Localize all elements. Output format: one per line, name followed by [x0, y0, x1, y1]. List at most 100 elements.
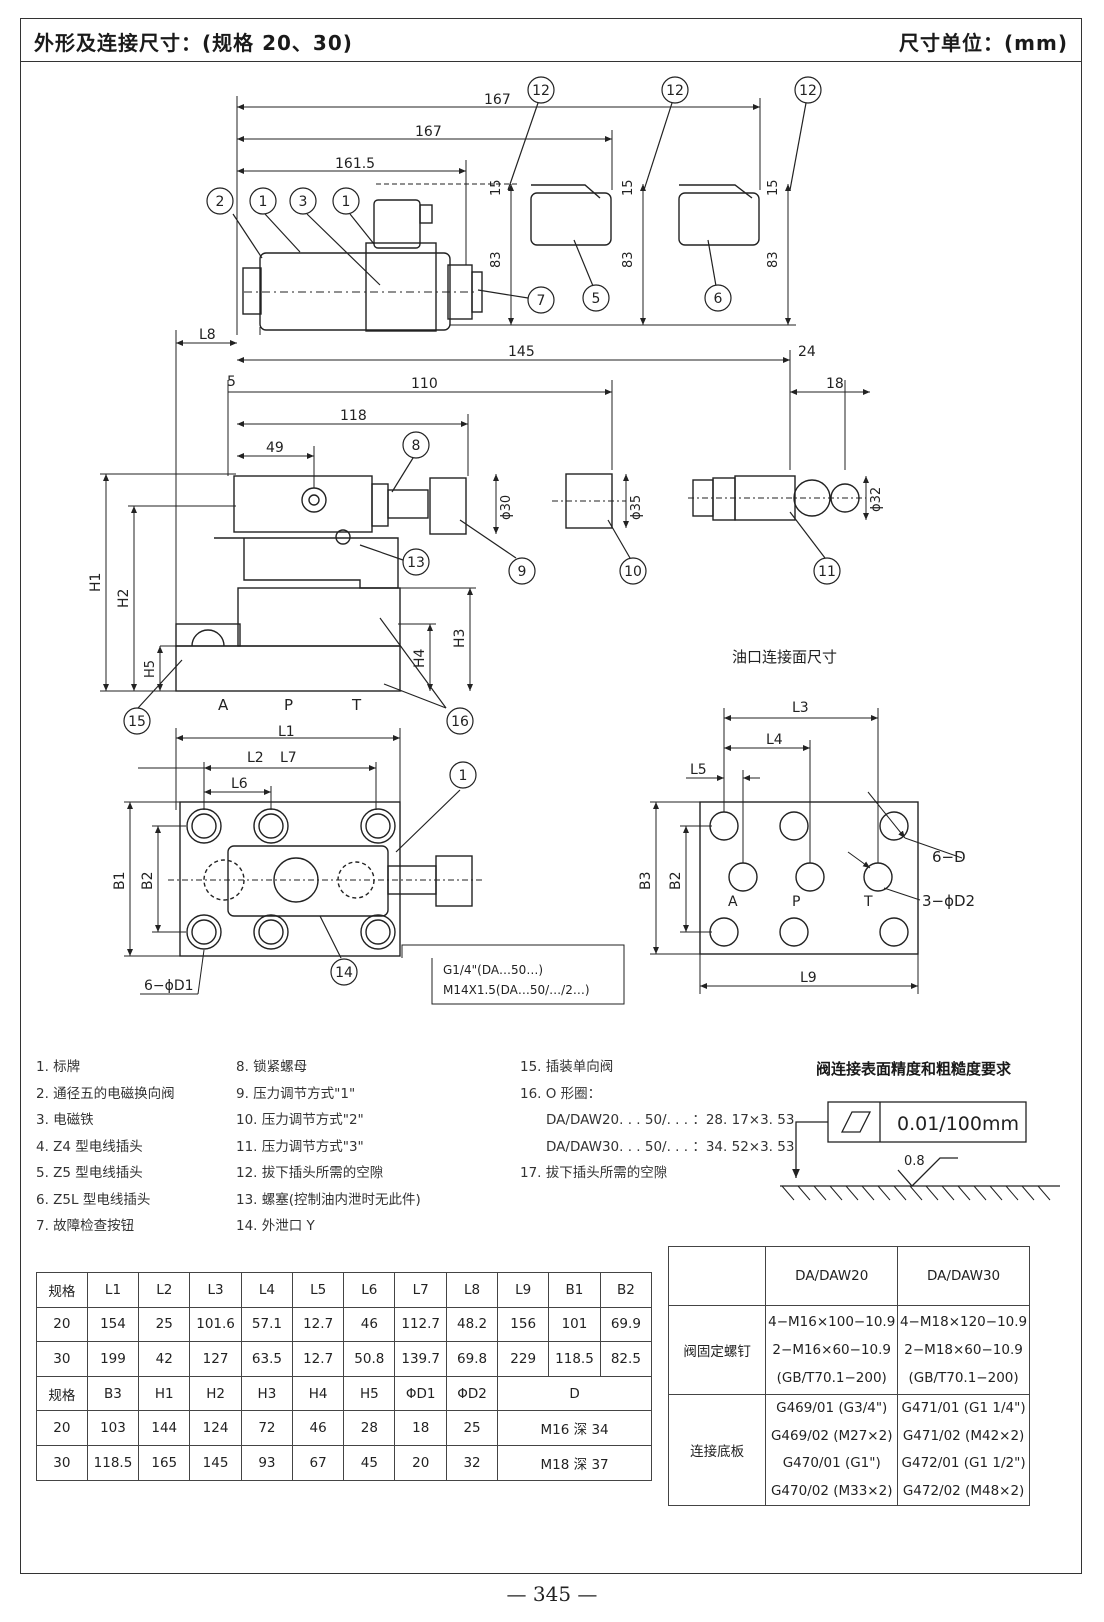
balloon-5: 5	[592, 291, 601, 307]
balloon-items: 2 1 3 1 7 5 6 12 12 12 8 13 9 10 11 15 1…	[123, 76, 841, 986]
technical-drawing: 167 167 161.5 15 15 15 83 83 83	[88, 76, 1060, 1201]
table-cell: 30	[36, 1341, 88, 1377]
dim-145: 145	[508, 344, 535, 360]
legend-item: 11. 压力调节方式"3"	[236, 1138, 364, 1155]
balloon-14: 14	[335, 965, 353, 981]
table-row: 连接底板 G469/01 (G3/4") G469/02 (M27×2) G47…	[667, 1394, 1030, 1506]
section-title: 外形及连接尺寸：(规格 20、30)	[34, 31, 353, 55]
legend-item: 9. 压力调节方式"1"	[236, 1085, 356, 1102]
table-cell: H4	[292, 1375, 345, 1412]
table-cell: L1	[86, 1272, 140, 1308]
unit-label: 尺寸单位：(mm)	[899, 31, 1068, 55]
table-cell: DA/DAW20	[765, 1246, 899, 1306]
port-face-view	[699, 801, 919, 955]
dim-B1: B1	[112, 871, 128, 890]
table-cell: ΦD1	[394, 1375, 447, 1412]
table-cell: 101.6	[189, 1306, 242, 1343]
legend-item: 8. 锁紧螺母	[236, 1059, 308, 1075]
port-label-T: T	[351, 696, 362, 714]
table-row: DA/DAW20 DA/DAW30	[667, 1246, 1030, 1306]
bolt-spec: (GB/T70.1−200)	[776, 1370, 887, 1386]
table-cell: 20	[36, 1306, 88, 1343]
face-label-T: T	[863, 894, 873, 910]
bolt-spec: 2−M18×60−10.9	[904, 1342, 1023, 1358]
valve-side-view	[100, 473, 866, 692]
balloon-1c: 1	[459, 768, 468, 784]
dim-18: 18	[826, 376, 844, 392]
balloon-15: 15	[128, 714, 146, 730]
balloon-12a: 12	[532, 83, 550, 99]
table-cell: 67	[292, 1444, 345, 1481]
table-cell: 规格	[36, 1272, 88, 1308]
page-frame	[20, 18, 1082, 1574]
plate-spec: G471/02 (M42×2)	[902, 1427, 1025, 1444]
dim-L6: L6	[231, 776, 248, 792]
table-cell: 45	[343, 1444, 396, 1481]
dim-110: 110	[411, 376, 438, 392]
table-cell: M18 深 37	[497, 1444, 652, 1481]
plate-spec: G470/01 (G1")	[782, 1455, 881, 1471]
table-row: 阀固定螺钉 4−M16×100−10.9 2−M16×60−10.9 (GB/T…	[667, 1305, 1030, 1395]
table-cell: 规格	[36, 1375, 88, 1412]
face-label-A: A	[728, 894, 738, 910]
balloon-1b: 1	[342, 194, 351, 210]
table-cell: 145	[189, 1444, 242, 1481]
balloon-7: 7	[537, 293, 546, 309]
table-cell: 127	[189, 1341, 242, 1377]
table-cell: 72	[240, 1410, 294, 1446]
table-cell: 69.9	[599, 1306, 653, 1343]
table-cell: B1	[548, 1272, 601, 1308]
legend-item: 13. 螺塞(控制油内泄时无此件)	[236, 1191, 421, 1208]
plate-spec: G472/01 (G1 1/2")	[901, 1455, 1026, 1471]
legend-item: 17. 拔下插头所需的空隙	[520, 1165, 668, 1181]
dim-L5: L5	[690, 762, 707, 778]
legend-item: 4. Z4 型电线插头	[36, 1138, 143, 1155]
callout-balloons	[137, 102, 826, 959]
face-label-P: P	[792, 894, 800, 910]
table-cell: 20	[36, 1410, 88, 1446]
roughness-symbol	[780, 1101, 1060, 1201]
dim-83a: 83	[489, 251, 504, 268]
table-cell: L4	[240, 1272, 294, 1308]
legend-col-2: 8. 锁紧螺母 9. 压力调节方式"1" 10. 压力调节方式"2" 11. 压…	[236, 1054, 421, 1240]
bolt-spec: 4−M18×120−10.9	[899, 1314, 1028, 1330]
table-cell: 63.5	[240, 1341, 294, 1377]
dim-H1: H1	[88, 573, 104, 592]
bolt-spec: 4−M16×100−10.9	[768, 1314, 896, 1330]
dim-167a: 167	[484, 92, 511, 108]
legend-item: 7. 故障检查按钮	[36, 1218, 135, 1234]
table-cell: 144	[138, 1410, 191, 1446]
balloon-11: 11	[818, 564, 836, 580]
legend-item: 3. 电磁铁	[36, 1112, 94, 1128]
legend-item: DA/DAW30. . . 50/. . . ：34. 52×3. 53	[546, 1138, 795, 1155]
dim-6D: 6−D	[932, 848, 966, 866]
table-cell: L9	[497, 1272, 550, 1308]
plate-spec: G472/02 (M48×2)	[902, 1482, 1025, 1499]
table-cell: 42	[138, 1341, 191, 1377]
table-cell: 30	[36, 1444, 88, 1481]
dim-phi35: ϕ35	[629, 495, 644, 520]
dim-L2: L2	[247, 750, 264, 766]
balloon-1a: 1	[259, 194, 268, 210]
legend-item: 5. Z5 型电线插头	[36, 1165, 143, 1181]
table-cell: DA/DAW30	[897, 1246, 1030, 1306]
dim-H2: H2	[116, 589, 132, 608]
plate-spec: G471/01 (G1 1/4")	[901, 1400, 1026, 1416]
roughness-ra: 0.8	[904, 1154, 925, 1169]
table-cell: 118.5	[86, 1444, 140, 1481]
top-dimensions	[236, 96, 796, 335]
table-cell: 4−M16×100−10.9 2−M16×60−10.9 (GB/T70.1−2…	[765, 1305, 899, 1395]
table-cell	[667, 1246, 767, 1306]
balloon-16: 16	[451, 714, 469, 730]
dim-phi32: ϕ32	[869, 487, 884, 512]
port-label-A: A	[218, 696, 229, 714]
table-cell: 4−M18×120−10.9 2−M18×60−10.9 (GB/T70.1−2…	[897, 1305, 1030, 1395]
table-cell: 82.5	[599, 1341, 653, 1377]
balloon-6: 6	[714, 291, 723, 307]
legend-item: 2. 通径五的电磁换向阀	[36, 1085, 175, 1102]
balloon-12c: 12	[799, 83, 817, 99]
table-cell: L3	[189, 1272, 242, 1308]
